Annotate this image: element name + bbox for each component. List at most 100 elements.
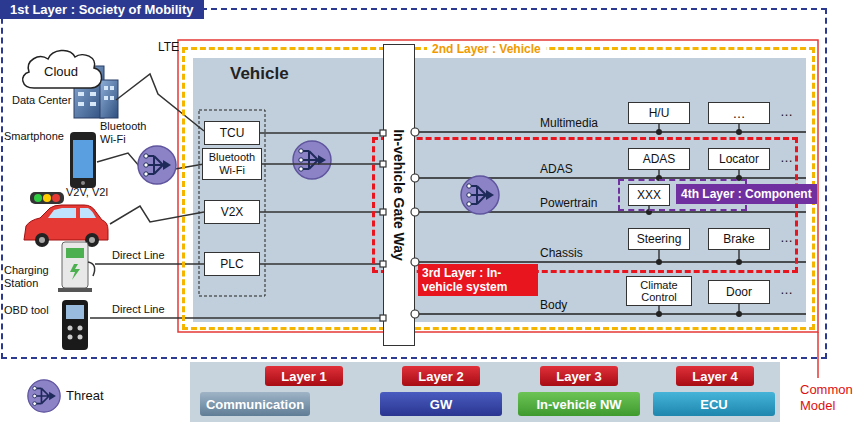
category-box: In-vehicle NW bbox=[518, 392, 640, 416]
data-center-icon bbox=[90, 102, 96, 106]
smartphone-icon bbox=[70, 132, 96, 188]
bus-line bbox=[415, 132, 806, 314]
legend-panel bbox=[190, 362, 780, 422]
traffic-light-icon bbox=[43, 194, 51, 202]
ecu-box: H/U bbox=[628, 102, 690, 124]
data-center-icon bbox=[104, 86, 108, 90]
node-text: Layer 2 bbox=[418, 369, 464, 384]
gateway-port bbox=[380, 315, 386, 321]
ecu-box: Climate Control bbox=[626, 276, 692, 306]
layer-frame: 4th Layer : ComponentXXX bbox=[620, 181, 745, 209]
node-text: Climate Control bbox=[631, 279, 687, 303]
node-text: Locator bbox=[719, 152, 759, 166]
bus-dot bbox=[656, 311, 662, 317]
car-icon bbox=[39, 237, 45, 243]
node-text: H/U bbox=[649, 106, 670, 120]
node-text: Layer 1 bbox=[281, 369, 327, 384]
gateway-box: In-vehicle Gate Way bbox=[383, 44, 415, 346]
node-text: 3rd Layer : In-vehicle system bbox=[418, 264, 538, 296]
model-label: Common Model bbox=[800, 382, 862, 413]
layer-tag: Layer 4 bbox=[676, 366, 754, 386]
bus-dot bbox=[656, 129, 662, 135]
ecu-box: Locator bbox=[708, 148, 770, 170]
interface-box: Bluetooth Wi-Fi bbox=[202, 148, 262, 180]
threat-icon bbox=[293, 141, 331, 179]
node-text: Brake bbox=[723, 232, 754, 246]
data-center-icon bbox=[110, 86, 114, 90]
threat-icon bbox=[461, 176, 499, 214]
icon-label: Smartphone bbox=[4, 130, 64, 143]
obd-tool-icon bbox=[62, 300, 88, 350]
traffic-light-icon bbox=[52, 194, 60, 202]
gateway-port bbox=[380, 209, 386, 215]
smartphone-icon bbox=[70, 132, 96, 188]
gateway-port bbox=[411, 128, 419, 136]
data-center-icon bbox=[78, 92, 84, 96]
bus-line bbox=[415, 313, 806, 314]
category-box: ECU bbox=[653, 392, 775, 416]
direct-line bbox=[95, 263, 204, 265]
node-text: V2X bbox=[221, 205, 244, 219]
gateway-port bbox=[380, 161, 386, 167]
ellipsis-mark: … bbox=[780, 104, 793, 120]
smartphone-icon bbox=[73, 140, 93, 178]
node-text: Steering bbox=[637, 232, 682, 246]
layer-tag: Layer 3 bbox=[540, 366, 618, 386]
bus-label: Body bbox=[540, 298, 567, 312]
traffic-light-icon bbox=[34, 194, 42, 202]
smartphone-icon bbox=[81, 181, 85, 185]
node-text: Cloud bbox=[44, 64, 78, 79]
obd-tool-icon bbox=[68, 326, 73, 331]
bus-line bbox=[415, 131, 806, 132]
cloud-outline bbox=[23, 50, 102, 88]
link-label: Direct Line bbox=[112, 249, 165, 262]
traffic-light-icon bbox=[30, 192, 64, 204]
legend-text: Threat bbox=[66, 388, 104, 403]
bus-label: Powertrain bbox=[540, 196, 597, 210]
node-text: In-vehicle NW bbox=[536, 397, 621, 412]
data-center-icon bbox=[78, 102, 84, 106]
obd-tool-icon bbox=[78, 326, 83, 331]
ecu-box: ADAS bbox=[628, 148, 690, 170]
data-center-icon bbox=[100, 80, 118, 118]
charging-station-icon bbox=[88, 262, 95, 276]
obd-tool-icon bbox=[62, 300, 88, 350]
car-icon bbox=[24, 205, 108, 247]
traffic-light-icon bbox=[30, 192, 64, 204]
node-text: Layer 3 bbox=[556, 369, 602, 384]
bus-dot bbox=[656, 175, 662, 181]
bus-dot bbox=[736, 175, 742, 181]
ecu-box: XXX bbox=[628, 184, 670, 206]
link-label: V2V, V2I bbox=[66, 186, 108, 199]
connector-line bbox=[260, 263, 383, 265]
gateway-port bbox=[380, 261, 386, 267]
icon-label: OBD tool bbox=[4, 304, 49, 317]
obd-tool-icon bbox=[66, 305, 84, 319]
car-icon bbox=[35, 233, 49, 247]
car-icon bbox=[48, 208, 76, 218]
link-label: Direct Line bbox=[112, 303, 165, 316]
ecu-box: Brake bbox=[708, 228, 770, 250]
ecu-box: Door bbox=[708, 280, 770, 304]
car-icon bbox=[89, 237, 95, 243]
charging-station-icon bbox=[58, 242, 95, 292]
node-text: Layer 4 bbox=[692, 369, 738, 384]
node-text: TCU bbox=[220, 126, 245, 140]
ecu-box: Steering bbox=[628, 228, 690, 250]
charging-station-icon bbox=[62, 242, 88, 288]
connector-line bbox=[260, 211, 383, 213]
bus-dot bbox=[736, 259, 742, 265]
cloud-node: Cloud bbox=[16, 46, 106, 90]
bus-dot bbox=[736, 129, 742, 135]
charging-station-icon bbox=[66, 248, 84, 258]
layer-tag: Layer 1 bbox=[265, 366, 343, 386]
node-text: Vehicle bbox=[230, 64, 289, 84]
interface-box: V2X bbox=[204, 200, 260, 224]
car-icon bbox=[80, 208, 96, 218]
icon-label: Charging Station bbox=[4, 264, 60, 290]
bus-line bbox=[415, 261, 806, 262]
node-text: ECU bbox=[700, 397, 727, 412]
layer-frame: 2nd Layer : VehicleVehicleTCUBluetooth W… bbox=[185, 50, 812, 327]
